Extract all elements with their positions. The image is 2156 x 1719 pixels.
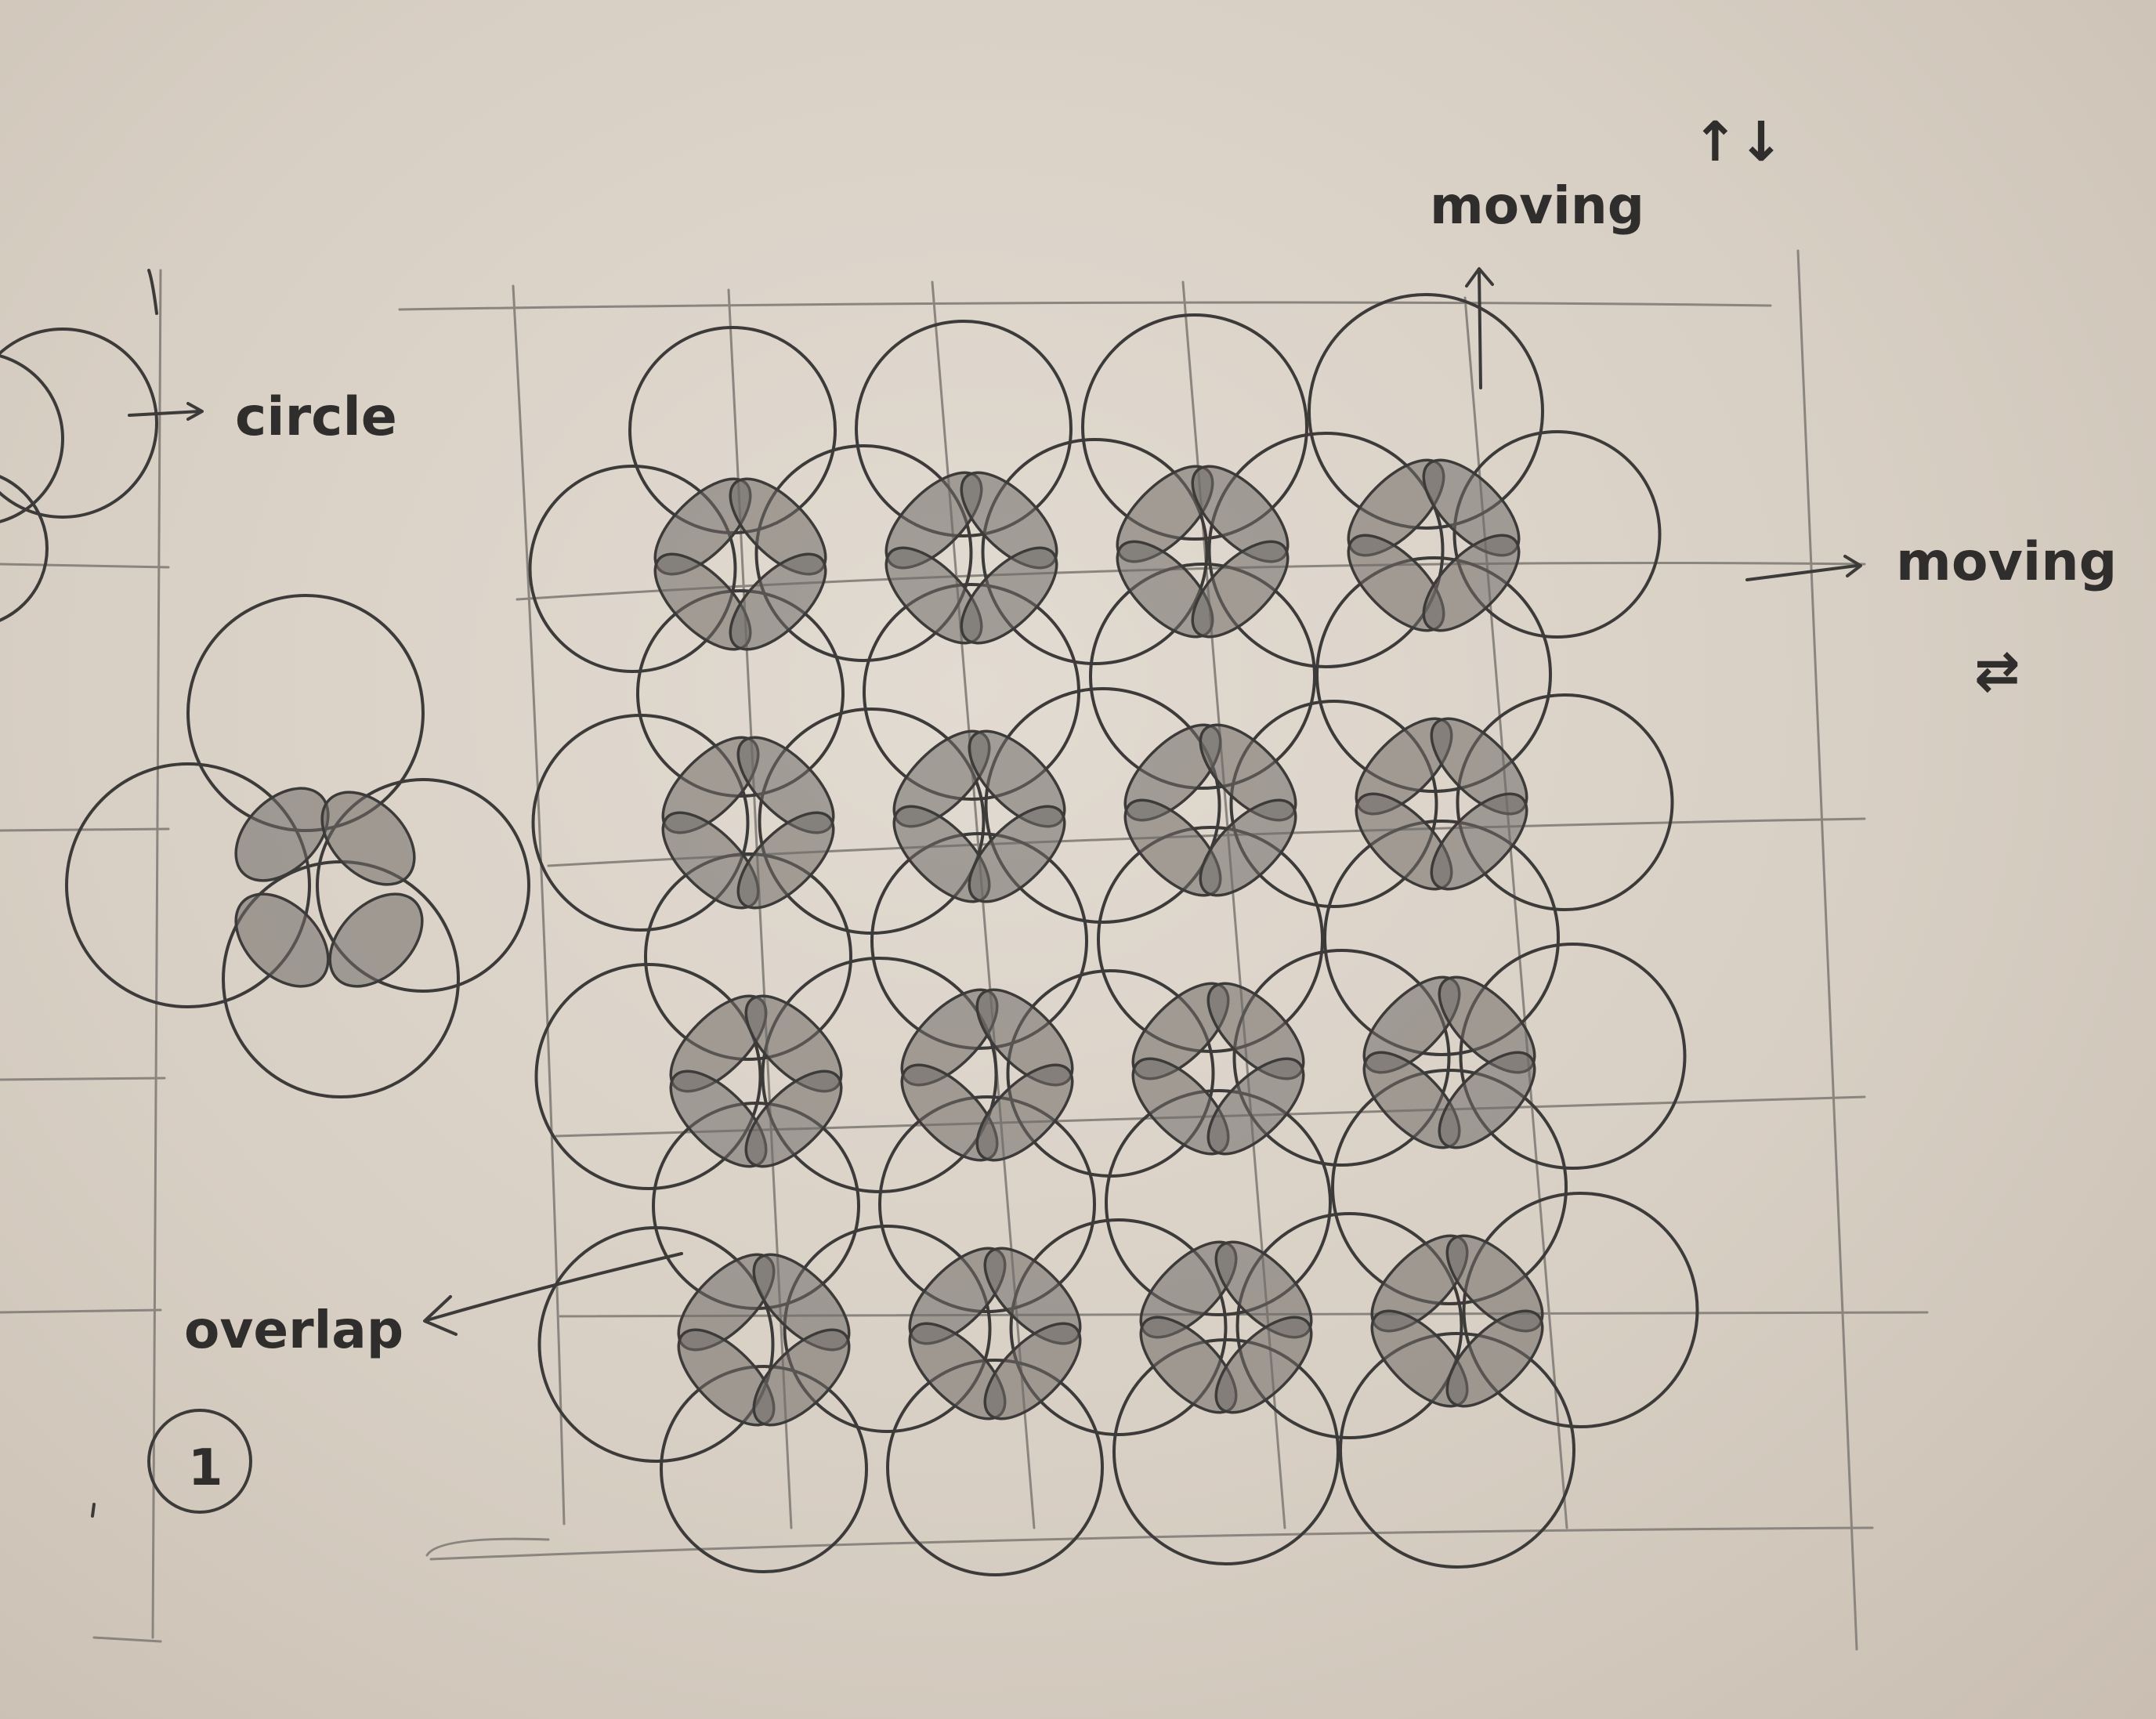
example-overlap-2 xyxy=(320,791,416,886)
overlap-lens xyxy=(975,1063,1074,1162)
lattice-circle xyxy=(1207,432,1445,668)
moving-vertical-arrows: ↑↓ xyxy=(1692,110,1784,174)
lattice-circle xyxy=(1089,563,1316,790)
lattice-circle xyxy=(1452,430,1662,639)
lattice-circle xyxy=(855,320,1073,537)
lattice-circle xyxy=(531,714,750,932)
example-motif xyxy=(65,594,530,1098)
overlap-lens xyxy=(983,1322,1082,1420)
overlap-lens xyxy=(752,1328,851,1427)
circle-label: circle xyxy=(235,386,397,448)
lattice-circle xyxy=(660,1365,868,1573)
overlap-lens xyxy=(1214,1315,1313,1414)
lattice-circle xyxy=(1339,1332,1575,1569)
lattice-circle xyxy=(1081,313,1308,541)
main-grid xyxy=(398,249,1929,1651)
lattice-circle xyxy=(758,708,986,935)
left-frame xyxy=(0,269,170,1643)
lattice-circle xyxy=(528,465,737,673)
lattice-circle xyxy=(783,1225,992,1433)
lattice-circle xyxy=(886,1359,1104,1576)
lattice-circle xyxy=(1308,293,1544,530)
overlap-annotation: overlap xyxy=(184,1252,683,1360)
overlap-lens xyxy=(1422,534,1521,632)
overlap-lens xyxy=(736,811,835,910)
lattice-circle xyxy=(534,963,762,1190)
moving-horizontal-arrows: ⇄ xyxy=(1974,639,2020,703)
circle-grid xyxy=(528,293,1699,1576)
example-overlap-1 xyxy=(234,787,330,882)
moving-horizontal-label: moving xyxy=(1896,531,2117,593)
lattice-circle xyxy=(1006,969,1215,1178)
lattice-circle xyxy=(1235,1212,1463,1439)
overlap-lens xyxy=(1191,540,1290,639)
left-edge-circles xyxy=(0,269,158,622)
overlap-lens xyxy=(1438,1051,1536,1149)
lattice-circle xyxy=(984,687,1221,924)
example-overlap-4 xyxy=(328,892,424,988)
overlap-label: overlap xyxy=(184,1300,403,1360)
example-overlap-3 xyxy=(234,892,330,988)
overlap-lens xyxy=(960,546,1058,645)
lattice-circle xyxy=(537,1226,775,1463)
lattice-circle xyxy=(1229,700,1438,908)
overlap-lens xyxy=(729,552,827,651)
moving-vertical-annotation: moving ↑↓ xyxy=(1430,110,1784,389)
lattice-circle xyxy=(644,852,852,1061)
bottom-stroke xyxy=(425,1537,550,1557)
moving-horizontal-annotation: moving ⇄ xyxy=(1745,531,2117,703)
lattice-circle xyxy=(1462,1192,1699,1428)
moving-vertical-label: moving xyxy=(1430,176,1644,236)
lattice-circle xyxy=(1315,556,1552,793)
overlap-lens xyxy=(1199,798,1297,897)
lattice-circle xyxy=(1232,949,1451,1167)
lattice-circle xyxy=(1456,693,1674,911)
page-number-label: 1 xyxy=(188,1439,223,1497)
lattice-circle xyxy=(1323,820,1560,1056)
circle-annotation: circle xyxy=(128,386,397,448)
lattice-circle xyxy=(1459,943,1687,1170)
overlap-lens xyxy=(744,1069,843,1168)
overlap-lens xyxy=(1445,1309,1544,1408)
lattice-circle xyxy=(1009,1218,1228,1436)
overlap-lens xyxy=(968,805,1066,903)
overlap-shading xyxy=(653,458,1544,1427)
lattice-circle xyxy=(761,957,998,1193)
lattice-circle xyxy=(754,444,973,662)
overlap-lens xyxy=(1206,1057,1305,1156)
page-number: 1 xyxy=(147,1409,252,1514)
overlap-lens xyxy=(1430,792,1528,891)
lattice-circle xyxy=(981,438,1209,665)
lattice-circle xyxy=(1105,1089,1332,1316)
